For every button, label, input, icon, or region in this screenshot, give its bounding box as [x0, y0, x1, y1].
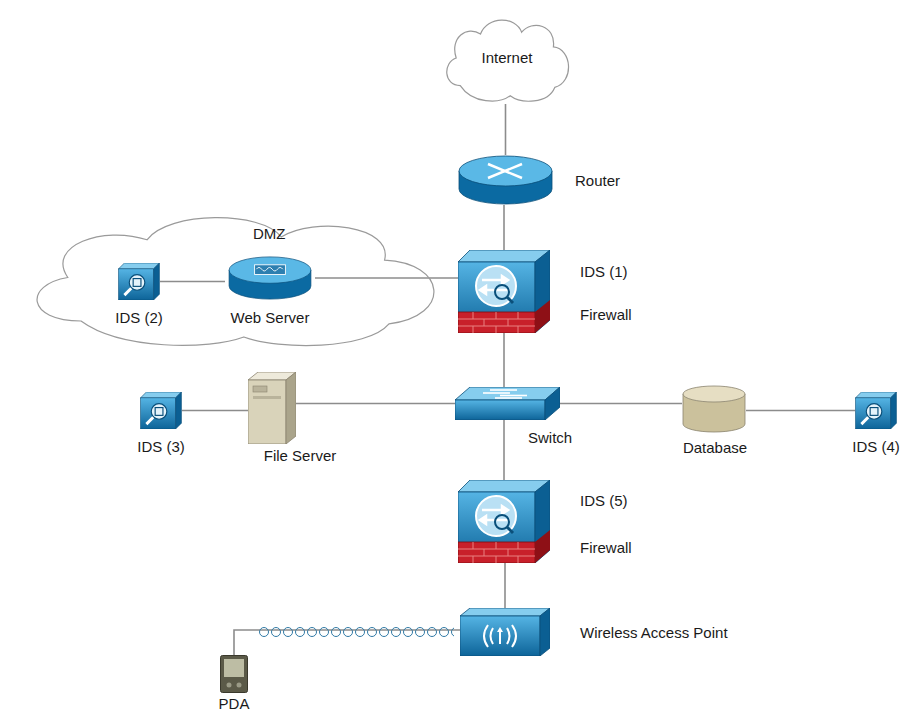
device-label: Wireless Access Point [580, 624, 728, 642]
ids-icon [141, 392, 182, 429]
device-label: Web Server [231, 309, 310, 327]
ids-icon [119, 263, 160, 300]
ids-node: IDS (4) [855, 392, 897, 429]
switch-node: Switch [455, 387, 560, 420]
ids-node: IDS (3) [140, 392, 182, 429]
device-label: Internet [482, 49, 533, 67]
network-link [503, 205, 505, 250]
wireless-coil [258, 626, 454, 638]
device-label: Firewall [580, 306, 632, 324]
cloud-path [37, 218, 434, 346]
device-label: Database [683, 439, 747, 457]
router-icon [459, 156, 552, 204]
network-link [560, 403, 682, 405]
network-link [503, 333, 505, 387]
cloud-node: Internet [440, 12, 575, 104]
ids-icon [856, 392, 897, 429]
network-link [296, 403, 455, 405]
pda-node: PDA [220, 655, 248, 693]
device-label: Switch [528, 429, 572, 447]
dmz-zone: DMZ IDS (2) Web Server [15, 205, 455, 350]
device-label: IDS (1) [580, 263, 628, 281]
network-link [160, 281, 225, 283]
cloud-path [447, 20, 569, 101]
device-label: DMZ [253, 225, 286, 243]
ids-node: IDS (2) [118, 263, 160, 300]
device-label: IDS (3) [137, 438, 185, 456]
network-link [315, 277, 458, 279]
firewall-icon [458, 250, 550, 333]
network-link [182, 410, 248, 412]
device-label: IDS (2) [115, 309, 163, 327]
database-icon [683, 386, 745, 432]
cloud-outline [15, 205, 455, 350]
device-label: IDS (5) [580, 492, 628, 510]
web-server-node: Web Server [225, 256, 315, 300]
network-link [505, 104, 507, 155]
access-point-icon [460, 608, 550, 656]
network-link [503, 420, 505, 480]
device-label: IDS (4) [852, 438, 900, 456]
pda-icon [221, 656, 248, 693]
switch-icon [455, 387, 560, 420]
device-label: File Server [264, 447, 337, 465]
firewall-node: IDS (1)Firewall [458, 250, 550, 333]
file-server-node: File Server [248, 372, 296, 444]
file-server-icon [248, 372, 296, 444]
network-link [746, 410, 855, 412]
firewall-node: IDS (5)Firewall [458, 480, 550, 563]
device-label: Firewall [580, 539, 632, 557]
firewall-icon [458, 480, 550, 563]
database-node: Database [682, 385, 746, 433]
device-label: Router [575, 172, 620, 190]
network-link [504, 563, 506, 608]
router-node: Router [458, 155, 553, 205]
access-point-node: Wireless Access Point [460, 608, 550, 656]
device-label: PDA [219, 695, 250, 713]
web-server-icon [229, 257, 311, 299]
